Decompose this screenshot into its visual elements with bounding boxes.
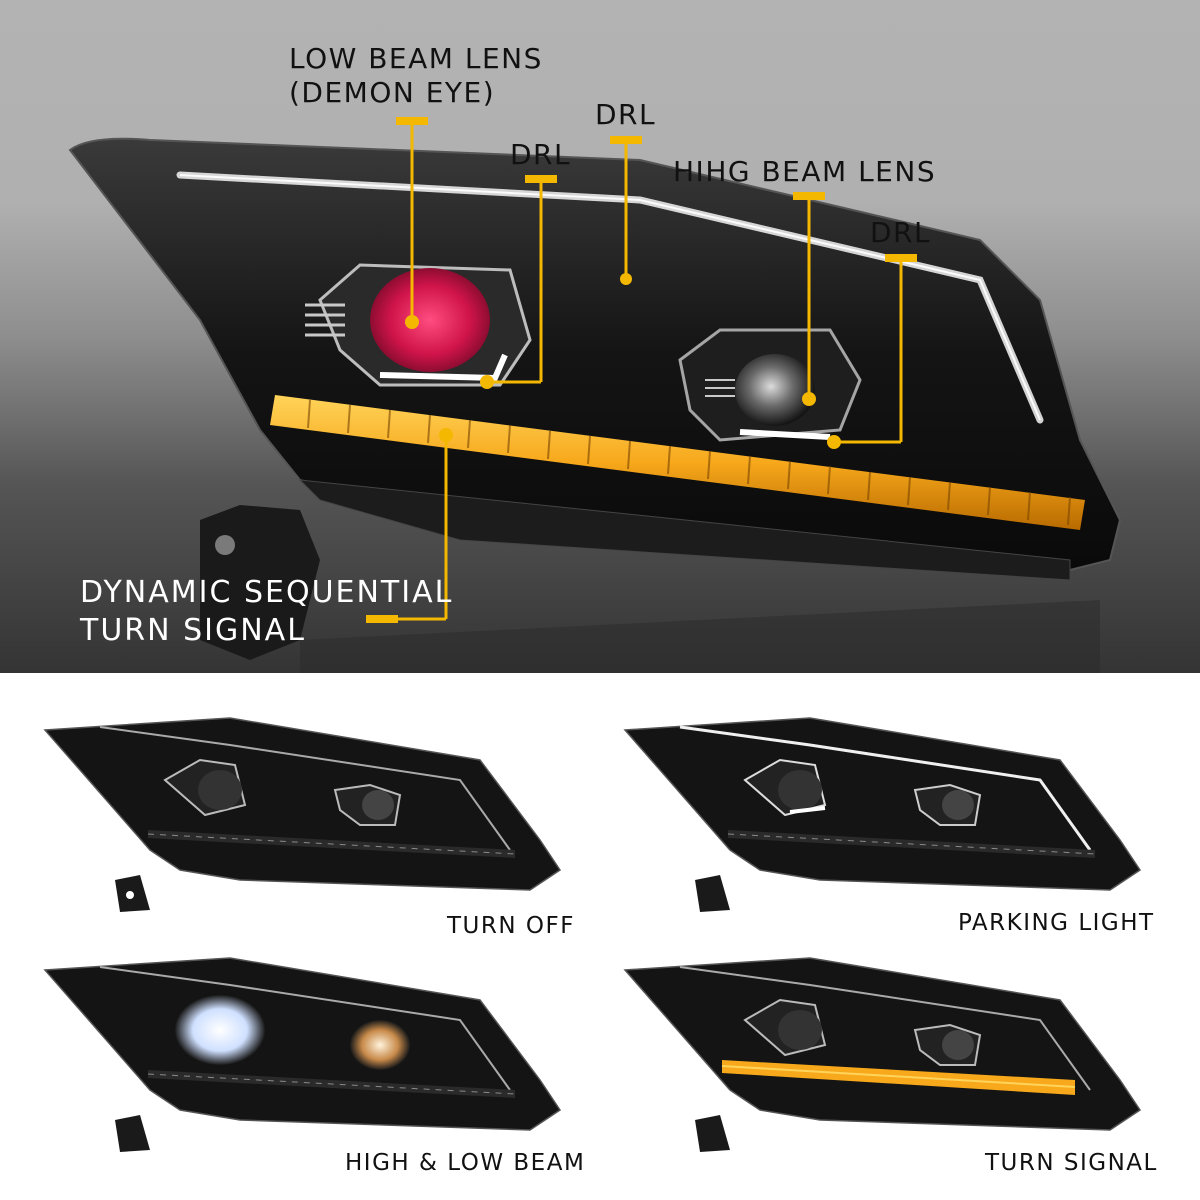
mode-label-turn-off: TURN OFF (447, 913, 575, 939)
mode-turn-off: TURN OFF (40, 700, 600, 940)
mode-high-low-beam: HIGH & LOW BEAM (40, 940, 600, 1180)
callout-drl-2-text: DRL (595, 98, 657, 131)
hero-product-image: LOW BEAM LENS (DEMON EYE) DRL DRL HIHG B… (0, 0, 1200, 673)
high-beam-lens (735, 354, 815, 426)
mode-label-high-low-beam: HIGH & LOW BEAM (345, 1150, 586, 1176)
headlight-beams-image (43, 957, 562, 1152)
callout-drl-2: DRL (595, 98, 656, 132)
callout-low-beam-line1: LOW BEAM LENS (289, 42, 543, 75)
headlight-turn-image (623, 957, 1142, 1152)
callout-low-beam-lens: LOW BEAM LENS (DEMON EYE) (289, 42, 543, 110)
callout-high-beam-lens: HIHG BEAM LENS (673, 155, 936, 189)
mode-parking-light: PARKING LIGHT (600, 700, 1160, 940)
demon-eye-lens (370, 268, 490, 372)
callout-drl-3-text: DRL (870, 216, 932, 249)
low-beam-drl-ring (379, 353, 508, 382)
callout-lines (366, 117, 917, 623)
callout-drl-1-text: DRL (510, 138, 572, 171)
callout-dots (405, 273, 841, 449)
mode-label-turn-signal: TURN SIGNAL (985, 1150, 1158, 1176)
callout-drl-3: DRL (870, 216, 931, 250)
sequential-turn-strip (270, 395, 1085, 530)
headlight-off-image (43, 717, 562, 912)
mode-turn-signal: TURN SIGNAL (600, 940, 1160, 1180)
callout-drl-1: DRL (510, 138, 571, 172)
callout-turn-signal: DYNAMIC SEQUENTIAL TURN SIGNAL (80, 574, 453, 650)
headlight-illustration (68, 117, 1122, 673)
callout-turn-signal-line2: TURN SIGNAL (80, 613, 306, 648)
headlight-parking-image (623, 717, 1142, 912)
mode-label-parking-light: PARKING LIGHT (958, 910, 1155, 936)
high-beam-drl-ring (739, 429, 831, 440)
callout-turn-signal-line1: DYNAMIC SEQUENTIAL (80, 575, 454, 610)
callout-low-beam-line2: (DEMON EYE) (289, 76, 496, 109)
callout-high-beam-text: HIHG BEAM LENS (673, 155, 937, 188)
